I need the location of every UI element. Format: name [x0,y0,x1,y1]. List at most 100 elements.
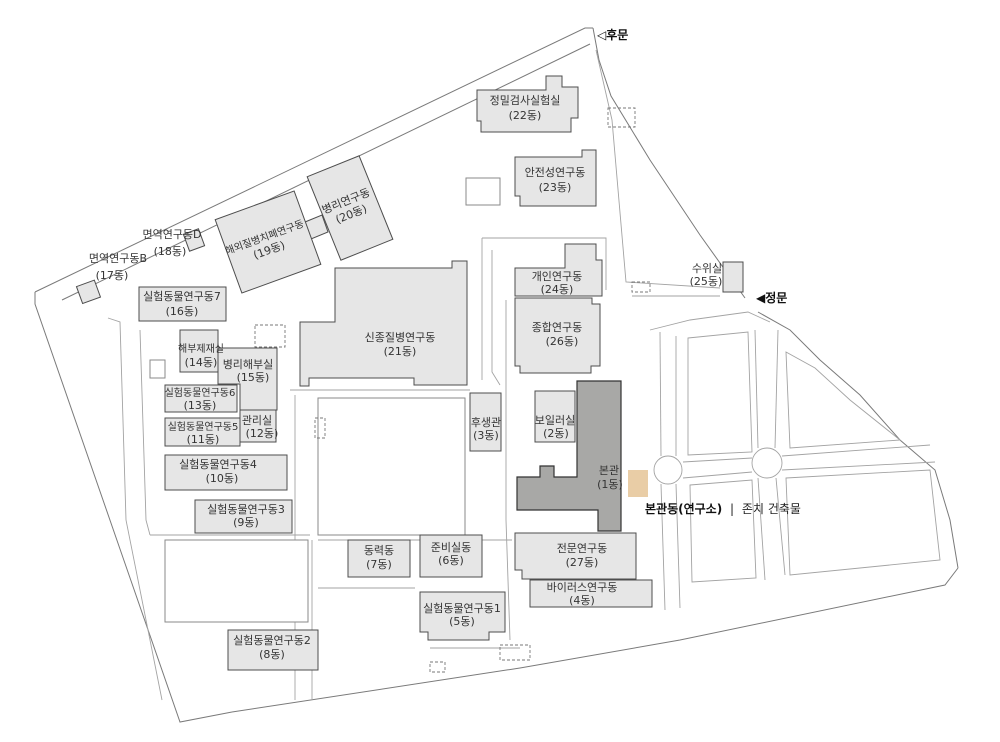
road-line [757,477,766,581]
building-name: 동력동 [364,544,394,557]
planned-structure [607,107,636,128]
road-line [675,483,681,609]
building-name: 안전성연구동 [525,166,586,179]
building-outline [722,261,744,293]
building-outline [347,539,411,578]
parking-lot [164,539,309,623]
building-number: (10동) [206,472,239,485]
building-outline [514,532,637,580]
building-number: (5동) [449,615,475,628]
building-name: 실험동물연구동4 [179,458,257,471]
building-name: 실험동물연구동2 [233,634,311,647]
boundary-right-lower [757,311,959,569]
building-number: (21동) [384,345,417,358]
building-outline [75,279,102,305]
building-24: 개인연구동 (24동) [514,243,603,297]
building-outline [514,149,597,207]
building-number: (12동) [246,427,279,440]
building-outline [194,499,293,534]
planned-structure [499,644,531,661]
building-outline [138,286,227,322]
building-name: 바이러스연구동 [547,581,618,594]
building-4: 바이러스연구동 (4동) [529,579,653,608]
building-9: 실험동물연구동3 (9동) [194,499,293,534]
building-6: 준비실동 (6동) [419,534,483,578]
building-outline [182,228,206,252]
site-boundary [34,27,959,723]
building-name: 관리실 [242,414,272,427]
building-2: 보일러실 (2동) [534,390,576,443]
building-outline [419,591,506,641]
annex-block [465,177,501,206]
building-1-main: 본관 (1동) [516,380,648,532]
building-outline [514,243,603,297]
building-8: 실험동물연구동2 (8동) [227,629,319,671]
building-outline [227,629,319,671]
building-number: (14동) [185,356,218,369]
building-outline [299,260,468,387]
building-name: 보일러실 [535,413,575,427]
road-line [754,329,759,449]
building-number: (9동) [233,516,259,529]
building-13: 실험동물연구동6 (13동) [164,384,238,413]
boundary-bottom [231,567,959,713]
planned-structure [254,324,286,348]
boundary-left [34,292,233,723]
lawn-block [689,479,757,583]
building-number: (4동) [569,594,595,607]
road-line [491,250,501,386]
building-number: (16동) [166,305,199,318]
building-26: 종합연구동 (26동) [514,297,601,374]
building-outline [164,454,288,491]
building-outline [419,534,483,578]
building-23: 안전성연구동 (23동) [514,149,597,207]
building-outline [534,390,576,443]
building-number: (6동) [438,554,464,567]
lawn-block [785,351,902,449]
back-gate-label: ◁후문 [596,27,628,42]
building-name: 종합연구동 [532,321,583,334]
building-outline [469,392,502,452]
building-number: (17동) [96,269,129,282]
building-name: 본관 [599,464,619,477]
building-name: 병리해부실 [223,357,274,371]
building-name: 신종질병연구동 [365,331,436,344]
building-outline [164,384,238,413]
building-22: 정밀검사실험실 (22동) [476,75,579,133]
building-number: (25동) [690,275,723,288]
building-number: (2동) [543,427,569,440]
building-number: (7동) [366,558,392,571]
building-19: 해외질병치폐연구동 (19동) [214,190,322,294]
building-15: 병리해부실 (15동) [217,347,278,411]
building-10: 실험동물연구동4 (10동) [164,454,288,491]
annex-block [149,359,166,379]
building-name: 준비실동 [431,541,471,554]
building-name: 실험동물연구동7 [143,290,221,303]
building-5: 실험동물연구동1 (5동) [419,591,506,641]
building-18: 면역연구동D (18동) [142,228,206,258]
building-25: 수위실 (25동) [690,261,744,293]
roundabout [751,447,783,479]
building-outline [214,190,322,294]
building-number: (24동) [541,283,574,296]
building-number: (18동) [154,245,187,258]
building-name: 면역연구동B [89,252,147,265]
main-gate-label: ◀정문 [756,290,787,305]
sports-field [317,397,466,536]
boundary-top [34,27,593,293]
road-line [775,477,786,576]
building-outline [516,380,622,532]
building-outline [476,75,579,133]
building-name: 실험동물연구동3 [207,503,285,516]
building-12: 관리실 (12동) [239,409,279,443]
retained-structure-marker [628,470,648,497]
building-21: 신종질병연구동 (21동) [299,260,468,387]
building-outline [529,579,653,608]
building-name: 실험동물연구동5 [168,421,239,433]
legend-highlight: 본관동(연구소) [645,501,722,516]
building-number: (11동) [187,433,220,446]
building-number: (22동) [509,109,542,122]
retained-building-legend: 본관동(연구소) | 존치 건축물 [645,501,801,516]
building-outline [179,329,219,373]
road-line [649,311,771,331]
